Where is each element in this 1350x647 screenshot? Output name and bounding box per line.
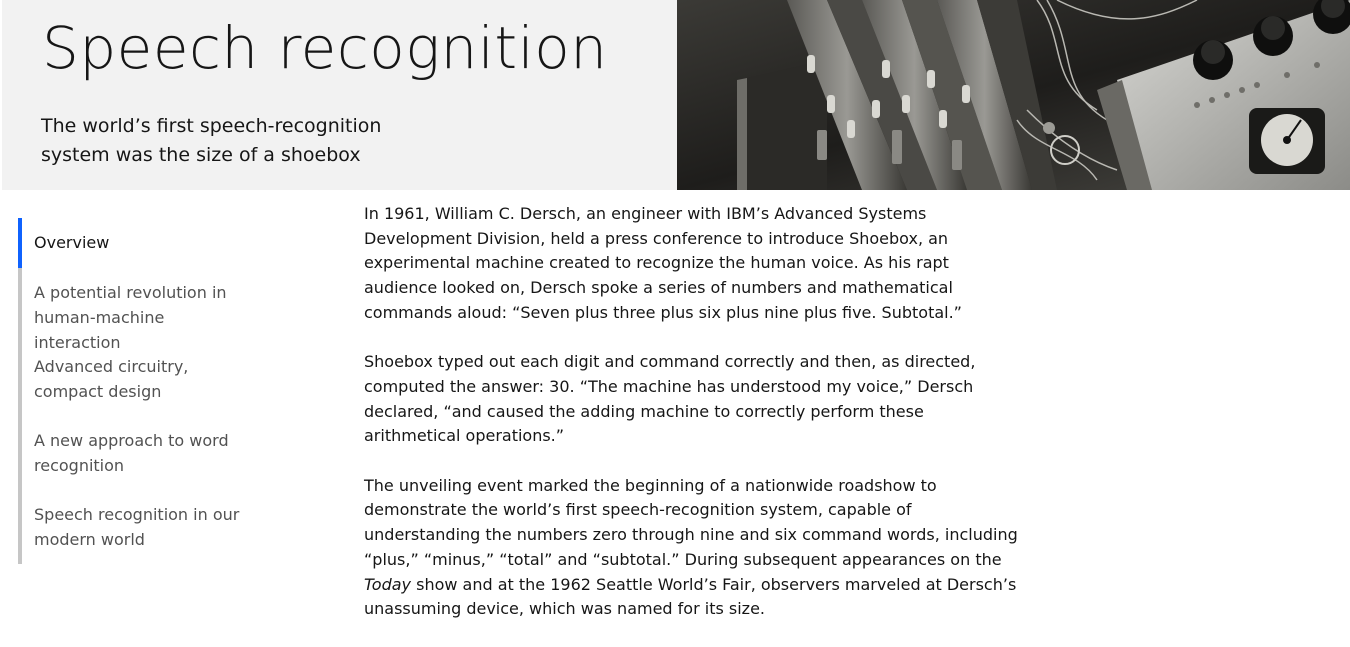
- article-paragraph: The unveiling event marked the beginning…: [364, 474, 1024, 622]
- page-subtitle: The world’s first speech-recognition sys…: [41, 115, 382, 166]
- toc-item-advanced-circuitry[interactable]: Advanced circuitry, compact design: [18, 342, 318, 416]
- toc-item-label: Speech recognition in our modern world: [34, 505, 240, 549]
- hero-text-panel: Speech recognition The world’s first spe…: [2, 0, 677, 190]
- article-text: The unveiling event marked the beginning…: [364, 475, 1018, 569]
- toc-item-label: Advanced circuitry, compact design: [34, 357, 189, 401]
- page-title: Speech recognition: [42, 14, 608, 82]
- article-paragraph: In 1961, William C. Dersch, an engineer …: [364, 204, 962, 322]
- toc-item-potential-revolution[interactable]: A potential revolution in human-machine …: [18, 268, 318, 352]
- article-paragraph: Shoebox typed out each digit and command…: [364, 352, 976, 446]
- toc-item-label: A new approach to word recognition: [34, 431, 229, 475]
- toc-item-label: Overview: [34, 233, 110, 252]
- table-of-contents: Overview A potential revolution in human…: [18, 218, 318, 564]
- toc-item-label: A potential revolution in human-machine …: [34, 283, 227, 352]
- article-body: In 1961, William C. Dersch, an engineer …: [364, 202, 1024, 647]
- show-title: Today: [364, 574, 412, 594]
- toc-item-word-recognition[interactable]: A new approach to word recognition: [18, 416, 318, 490]
- hero-banner: Speech recognition The world’s first spe…: [0, 0, 1350, 190]
- circuit-boards-photo-icon: [677, 0, 1350, 190]
- toc-item-overview[interactable]: Overview: [18, 218, 318, 268]
- toc-item-modern-world[interactable]: Speech recognition in our modern world: [18, 490, 318, 564]
- article-text: show and at the 1962 Seattle World’s Fai…: [364, 574, 1017, 619]
